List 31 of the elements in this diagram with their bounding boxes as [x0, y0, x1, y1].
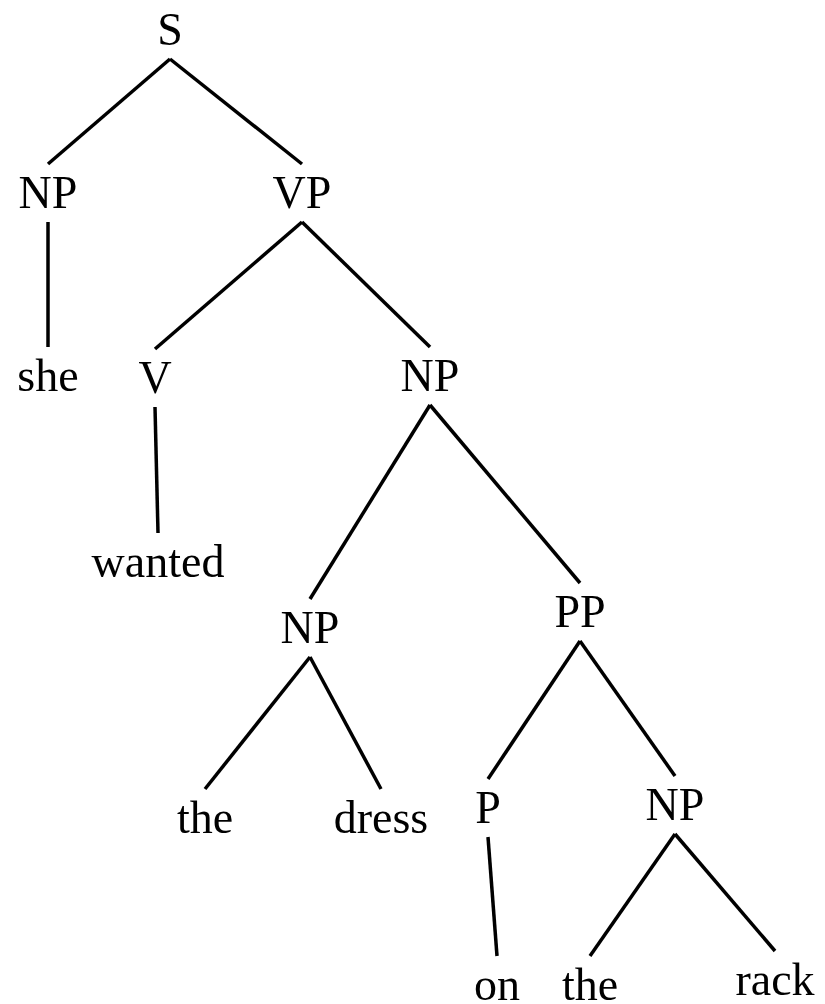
- tree-branch: [588, 833, 677, 957]
- category-label: P: [473, 779, 503, 837]
- tree-branch: [168, 57, 304, 166]
- tree-branch: [673, 832, 777, 953]
- word-label: rack: [733, 951, 817, 1004]
- tree-branch: [153, 406, 160, 534]
- tree-branch: [428, 403, 582, 585]
- category-label: NP: [278, 599, 342, 657]
- category-label: VP: [270, 164, 334, 222]
- word-label: wanted: [89, 533, 227, 591]
- word-label: the: [559, 956, 621, 1004]
- tree-branch: [578, 640, 677, 777]
- word-label: dress: [331, 789, 431, 847]
- tree-branch: [486, 836, 499, 957]
- tree-branch: [46, 222, 50, 347]
- tree-branch: [153, 220, 304, 351]
- tree-branch: [308, 404, 432, 600]
- category-label: NP: [16, 164, 80, 222]
- category-label: S: [155, 1, 185, 59]
- tree-branch: [203, 655, 312, 791]
- category-label: V: [136, 349, 174, 407]
- word-label: she: [15, 347, 81, 405]
- tree-branch: [46, 57, 172, 166]
- category-label: NP: [643, 776, 707, 834]
- tree-branch: [486, 640, 582, 780]
- category-label: NP: [398, 347, 462, 405]
- word-label: on: [472, 956, 522, 1004]
- tree-branch: [300, 220, 432, 349]
- category-label: PP: [552, 583, 608, 641]
- word-label: the: [174, 789, 236, 847]
- tree-branch: [308, 656, 383, 790]
